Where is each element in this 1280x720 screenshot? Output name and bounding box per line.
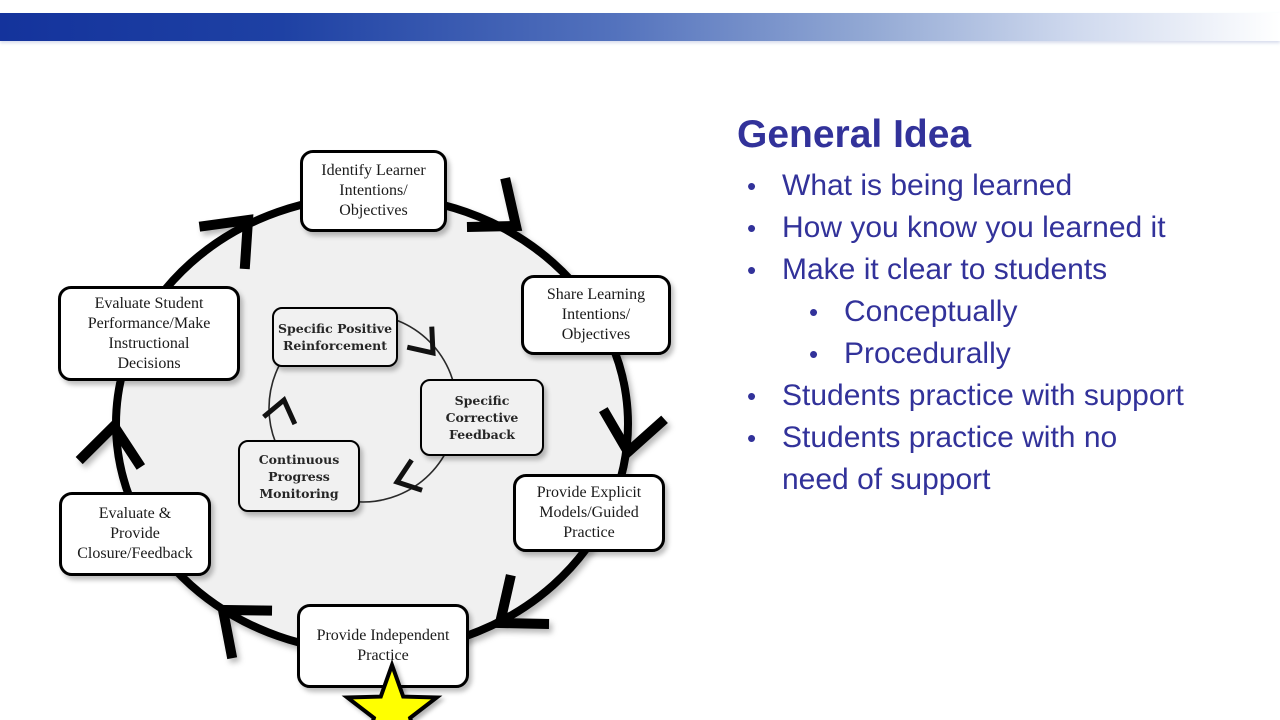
node-specific-positive-reinforcement: Specific Positive Reinforcement: [272, 307, 398, 367]
bullet-text: Conceptually: [844, 295, 1018, 328]
node-evaluate-provide-closure: Evaluate & Provide Closure/Feedback: [59, 492, 211, 576]
inner-cycle-arrows: [262, 326, 436, 493]
bullet-text: Students practice with support: [782, 379, 1184, 412]
bullet-text: Make it clear to students: [782, 253, 1108, 286]
bullet-text: What is being learned: [782, 169, 1073, 202]
node-identify-learner-objectives: Identify Learner Intentions/ Objectives: [300, 150, 447, 232]
cycle-arrow-bottom-right-icon: [493, 574, 550, 630]
inner-arrow-top-icon: [406, 326, 436, 357]
top-gradient-bar: [0, 13, 1280, 41]
bullet-item: • Make it clear to students: [737, 249, 1267, 291]
bullet-item: • How you know you learned it: [737, 207, 1267, 249]
bullet-dot: •: [747, 171, 757, 201]
cycle-arrow-top-right-icon: [466, 177, 523, 233]
slide-title: General Idea: [737, 113, 972, 156]
node-continuous-progress-monitoring: Continuous Progress Monitoring: [238, 440, 360, 512]
inner-arrow-left-icon: [262, 395, 298, 426]
instruction-cycle-diagram: Identify Learner Intentions/ Objectives …: [0, 60, 710, 720]
bullet-text: How you know you learned it: [782, 211, 1166, 244]
bullet-item: • Students practice with no need of supp…: [737, 417, 1267, 501]
bullet-list: • What is being learned • How you know y…: [737, 165, 1267, 501]
inner-arrow-bottom-icon: [393, 458, 423, 493]
node-provide-explicit-models: Provide Explicit Models/Guided Practice: [513, 474, 665, 552]
cycle-arrow-bottom-left-icon: [216, 604, 273, 660]
star-layer: [341, 659, 443, 720]
bullet-dot: •: [809, 297, 819, 327]
star-icon: [341, 659, 443, 720]
cycle-rings-and-arrows: [75, 177, 668, 660]
outer-cycle-arrows: [75, 177, 668, 660]
node-provide-independent-practice: Provide Independent Practice: [297, 604, 469, 688]
cycle-arrow-right-icon: [599, 407, 668, 460]
bullet-item-sub: • Procedurally: [799, 333, 1267, 375]
bullet-text: Procedurally: [844, 337, 1011, 370]
slide-text-panel: General Idea • What is being learned • H…: [737, 112, 1267, 501]
bullet-dot: •: [747, 213, 757, 243]
bullet-text: Students practice with no need of suppor…: [782, 421, 1118, 496]
bullet-dot: •: [747, 423, 757, 453]
node-share-learning-objectives: Share Learning Intentions/ Objectives: [521, 275, 671, 355]
bullet-dot: •: [809, 339, 819, 369]
bullet-dot: •: [747, 381, 757, 411]
bullet-item-sub: • Conceptually: [799, 291, 1267, 333]
node-evaluate-student-performance: Evaluate Student Performance/Make Instru…: [58, 286, 240, 381]
bullet-item: • What is being learned: [737, 165, 1267, 207]
node-specific-corrective-feedback: Specific Corrective Feedback: [420, 379, 544, 456]
cycle-arrow-top-left-icon: [198, 214, 254, 270]
cycle-arrow-left-icon: [75, 418, 146, 470]
bullet-dot: •: [747, 255, 757, 285]
bullet-item: • Students practice with support: [737, 375, 1267, 417]
